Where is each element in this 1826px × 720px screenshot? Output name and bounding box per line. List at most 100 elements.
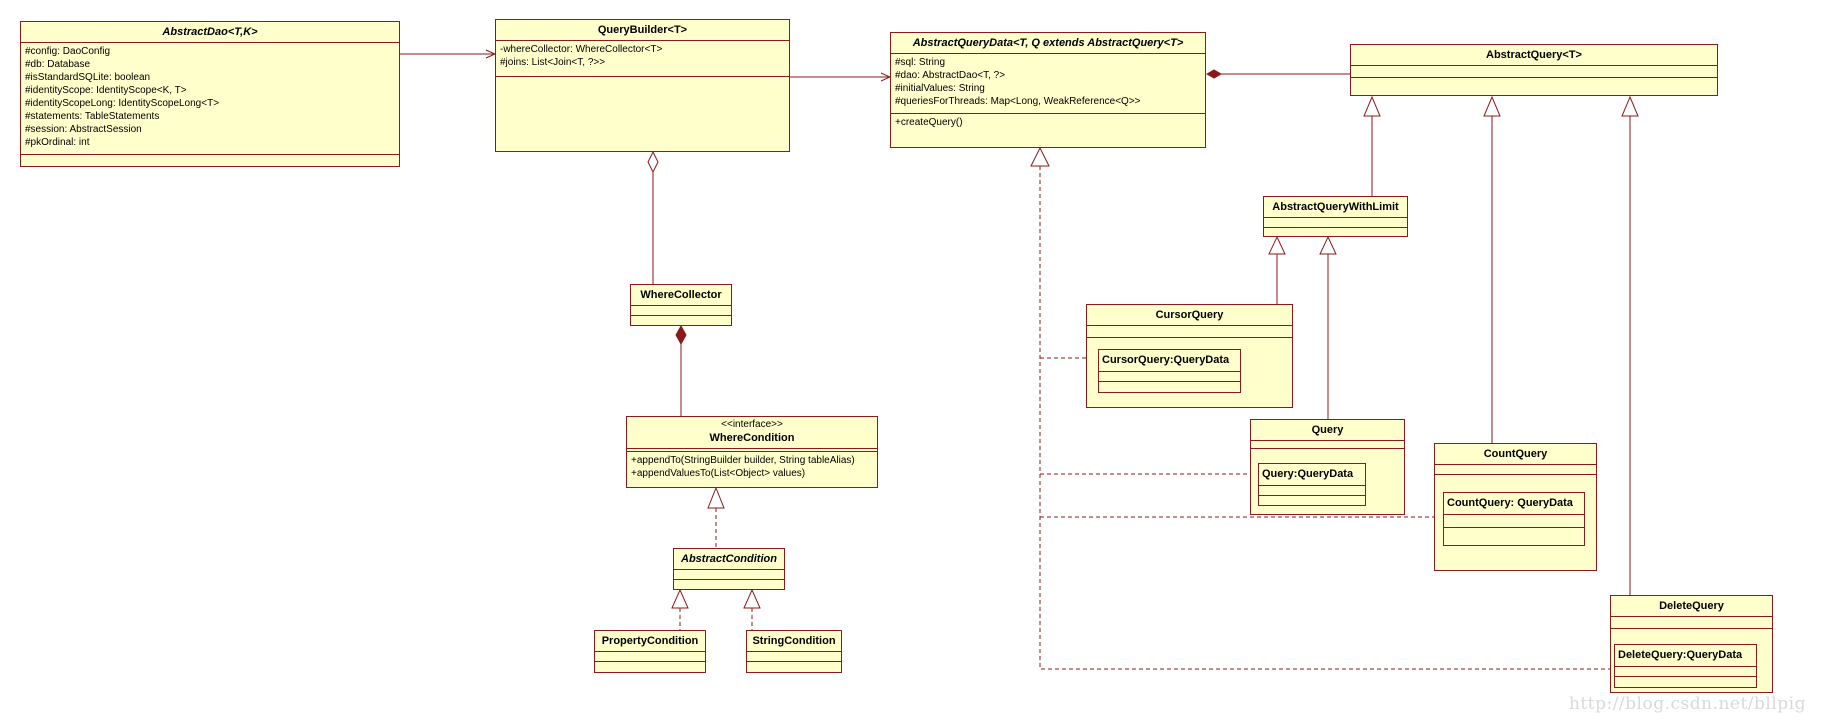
- operations-compartment: [1435, 474, 1596, 475]
- part-query-data[interactable]: Query:QueryData: [1258, 463, 1366, 506]
- watermark-text: http://blog.csdn.net/bllpig: [1568, 694, 1806, 714]
- triangle-deletequery-to-abstractquery: [1621, 95, 1639, 117]
- class-name: Query: [1311, 424, 1344, 436]
- operations-compartment: [1351, 77, 1717, 78]
- class-abstract-dao[interactable]: AbstractDao<T,K> #config: DaoConfig #db:…: [20, 21, 400, 167]
- part-compartment: [1099, 371, 1240, 381]
- triangle-abstractcondition-to-wherecondition: [707, 486, 725, 509]
- operations-compartment: [21, 154, 399, 155]
- attribute: -whereCollector: WhereCollector<T>: [500, 44, 663, 55]
- part-name: CountQuery: QueryData: [1447, 497, 1573, 509]
- aggregation-diamond-querybuilder: [647, 150, 659, 174]
- attributes-compartment: [1351, 65, 1717, 77]
- triangle-stringcondition: [743, 588, 761, 609]
- class-name: CountQuery: [1483, 448, 1548, 460]
- class-property-condition[interactable]: PropertyCondition: [594, 630, 706, 673]
- class-name: WhereCondition: [709, 432, 795, 444]
- operations-compartment: [1251, 448, 1404, 449]
- attributes-compartment: [1264, 217, 1407, 227]
- attributes-compartment: [1435, 464, 1596, 474]
- part-cursor-query-data[interactable]: CursorQuery:QueryData: [1098, 349, 1241, 393]
- class-name: WhereCollector: [640, 289, 722, 301]
- class-abstract-query-data[interactable]: AbstractQueryData<T, Q extends AbstractQ…: [890, 32, 1206, 148]
- triangle-dependency-to-querydata: [1030, 146, 1050, 167]
- part-compartment: [1099, 381, 1240, 382]
- class-name: StringCondition: [752, 635, 836, 647]
- part-name: DeleteQuery:QueryData: [1618, 649, 1743, 661]
- attributes-compartment: [627, 448, 877, 451]
- attributes-compartment: [1611, 616, 1772, 628]
- operations-compartment: [674, 579, 784, 580]
- operations-compartment: [1264, 227, 1407, 228]
- class-name: QueryBuilder<T>: [597, 24, 688, 36]
- triangle-countquery-to-abstractquery: [1483, 95, 1501, 117]
- operations-compartment: [1087, 337, 1292, 338]
- attributes-compartment: [595, 651, 705, 661]
- attribute: #identityScopeLong: IdentityScopeLong<T>: [25, 98, 220, 109]
- operations-compartment: [496, 76, 789, 77]
- part-compartment: [1615, 666, 1756, 676]
- class-where-collector[interactable]: WhereCollector: [630, 284, 732, 326]
- triangle-query-to-withlimit: [1319, 235, 1337, 255]
- attribute: #identityScope: IdentityScope<K, T>: [25, 85, 187, 96]
- attribute: #pkOrdinal: int: [25, 137, 90, 148]
- triangle-propertycondition: [671, 588, 689, 609]
- class-name: AbstractQueryData<T, Q extends AbstractQ…: [912, 37, 1184, 49]
- part-compartment: [1259, 485, 1365, 495]
- operations-compartment: +createQuery(): [891, 113, 1205, 131]
- part-compartment: [1444, 514, 1584, 527]
- part-name: CursorQuery:QueryData: [1102, 354, 1230, 366]
- operations-compartment: [631, 315, 731, 316]
- attribute: #session: AbstractSession: [25, 124, 142, 135]
- part-compartment: [1444, 527, 1584, 528]
- class-name: DeleteQuery: [1659, 600, 1724, 612]
- class-name: AbstractQuery<T>: [1486, 49, 1582, 61]
- composition-diamond-querydata: [1205, 69, 1223, 79]
- operation: +appendTo(StringBuilder builder, String …: [631, 455, 855, 466]
- class-abstract-query[interactable]: AbstractQuery<T>: [1350, 44, 1718, 96]
- composition-diamond-wherecollector: [675, 324, 687, 346]
- attribute: #isStandardSQLite: boolean: [25, 72, 151, 83]
- class-name: AbstractDao<T,K>: [162, 26, 258, 38]
- stereotype: <<interface>>: [721, 419, 783, 430]
- triangle-cursorquery-to-withlimit: [1268, 235, 1286, 255]
- attributes-compartment: [631, 305, 731, 315]
- operations-compartment: [595, 661, 705, 662]
- attributes-compartment: #sql: String #dao: AbstractDao<T, ?> #in…: [891, 53, 1205, 113]
- class-name: CursorQuery: [1155, 309, 1224, 321]
- part-compartment: [1259, 495, 1365, 496]
- attribute: #joins: List<Join<T, ?>>: [500, 57, 606, 68]
- attributes-compartment: [747, 651, 841, 661]
- attribute: #config: DaoConfig: [25, 46, 111, 57]
- class-abstract-query-with-limit[interactable]: AbstractQueryWithLimit: [1263, 196, 1408, 237]
- class-where-condition[interactable]: <<interface>> WhereCondition +appendTo(S…: [626, 416, 878, 488]
- part-count-query-data[interactable]: CountQuery: QueryData: [1443, 492, 1585, 546]
- class-query-builder[interactable]: QueryBuilder<T> -whereCollector: WhereCo…: [495, 19, 790, 152]
- operation: +createQuery(): [895, 117, 963, 128]
- attribute: #sql: String: [895, 57, 946, 68]
- attribute: #queriesForThreads: Map<Long, WeakRefere…: [895, 96, 1141, 107]
- attributes-compartment: #config: DaoConfig #db: Database #isStan…: [21, 42, 399, 154]
- attributes-compartment: -whereCollector: WhereCollector<T> #join…: [496, 40, 789, 76]
- class-name: PropertyCondition: [601, 635, 699, 647]
- dependency-line-trunk: [1039, 166, 1614, 670]
- class-name: AbstractQueryWithLimit: [1272, 201, 1399, 213]
- operations-compartment: [747, 661, 841, 662]
- part-name: Query:QueryData: [1262, 468, 1354, 480]
- part-delete-query-data[interactable]: DeleteQuery:QueryData: [1614, 644, 1757, 688]
- operations-compartment: [1611, 628, 1772, 629]
- triangle-withlimit-to-abstractquery: [1363, 95, 1381, 117]
- attributes-compartment: [674, 569, 784, 579]
- operation: +appendValuesTo(List<Object> values): [631, 468, 806, 479]
- attribute: #dao: AbstractDao<T, ?>: [895, 70, 1006, 81]
- operations-compartment: +appendTo(StringBuilder builder, String …: [627, 451, 877, 482]
- attributes-compartment: [1251, 440, 1404, 448]
- attribute: #initialValues: String: [895, 83, 985, 94]
- attribute: #statements: TableStatements: [25, 111, 160, 122]
- class-abstract-condition[interactable]: AbstractCondition: [673, 548, 785, 590]
- class-name: AbstractCondition: [681, 553, 777, 565]
- class-string-condition[interactable]: StringCondition: [746, 630, 842, 673]
- attribute: #db: Database: [25, 59, 91, 70]
